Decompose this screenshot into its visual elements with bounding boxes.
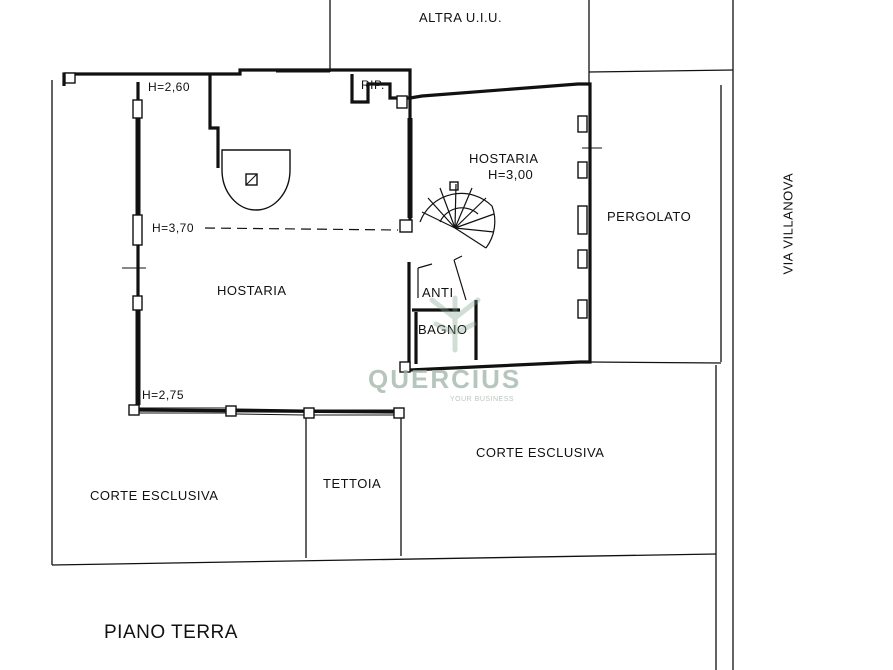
pergolato-label: PERGOLATO <box>607 209 692 224</box>
hostaria-main-label: HOSTARIA <box>217 283 287 298</box>
boundary-south <box>51 553 717 566</box>
jamb-marker <box>577 249 588 269</box>
boundary-pergolato-bottom <box>589 361 722 364</box>
south-wall <box>133 408 403 414</box>
jamb-marker <box>64 72 76 84</box>
jamb-marker <box>132 99 143 119</box>
inner-wall-return <box>208 74 220 168</box>
height-dashed-line <box>204 227 399 231</box>
round-column <box>221 149 291 211</box>
watermark-tree-icon <box>429 295 481 353</box>
jamb-marker <box>393 407 405 419</box>
chimney-square <box>245 173 258 186</box>
hostaria-right-label: HOSTARIA <box>469 151 539 166</box>
jamb-marker <box>132 214 143 246</box>
jamb-marker <box>128 404 140 416</box>
jamb-marker <box>399 219 413 233</box>
jamb-marker <box>396 95 408 109</box>
jamb-marker <box>225 405 237 417</box>
jamb-marker <box>132 295 143 311</box>
north-wall <box>62 68 412 98</box>
ripostiglio-label: RIP. <box>361 78 385 92</box>
bagno-label: BAGNO <box>418 322 468 337</box>
tettoia-label: TETTOIA <box>323 476 382 491</box>
hostaria-right-height: H=3,00 <box>488 167 534 182</box>
floor-title: PIANO TERRA <box>104 622 238 643</box>
corte-right-label: CORTE ESCLUSIVA <box>476 445 605 460</box>
street-label: VIA VILLANOVA <box>780 172 796 275</box>
jamb-marker <box>399 361 411 373</box>
jamb-marker <box>303 407 315 419</box>
anti-label: ANTI <box>422 285 454 300</box>
jamb-marker <box>577 115 588 133</box>
boundary-pergolato-top <box>588 69 734 73</box>
height-label-bottom-left: H=2,75 <box>142 388 185 402</box>
hostaria-right-outline <box>409 82 592 372</box>
watermark-logo-name: QUERCIUS <box>368 364 522 394</box>
jamb-marker <box>449 181 459 191</box>
corte-left-label: CORTE ESCLUSIVA <box>90 488 219 503</box>
jamb-marker <box>577 161 588 179</box>
jamb-marker <box>577 299 588 319</box>
spiral-staircase <box>419 183 496 249</box>
height-label-mid-left: H=3,70 <box>152 221 195 235</box>
watermark-tagline: YOUR BUSINESS <box>450 396 515 403</box>
jamb-marker <box>577 205 588 235</box>
height-label-top-left: H=2,60 <box>148 80 191 94</box>
neighbour-unit-label: ALTRA U.I.U. <box>419 10 503 25</box>
rip-wall <box>350 74 410 104</box>
